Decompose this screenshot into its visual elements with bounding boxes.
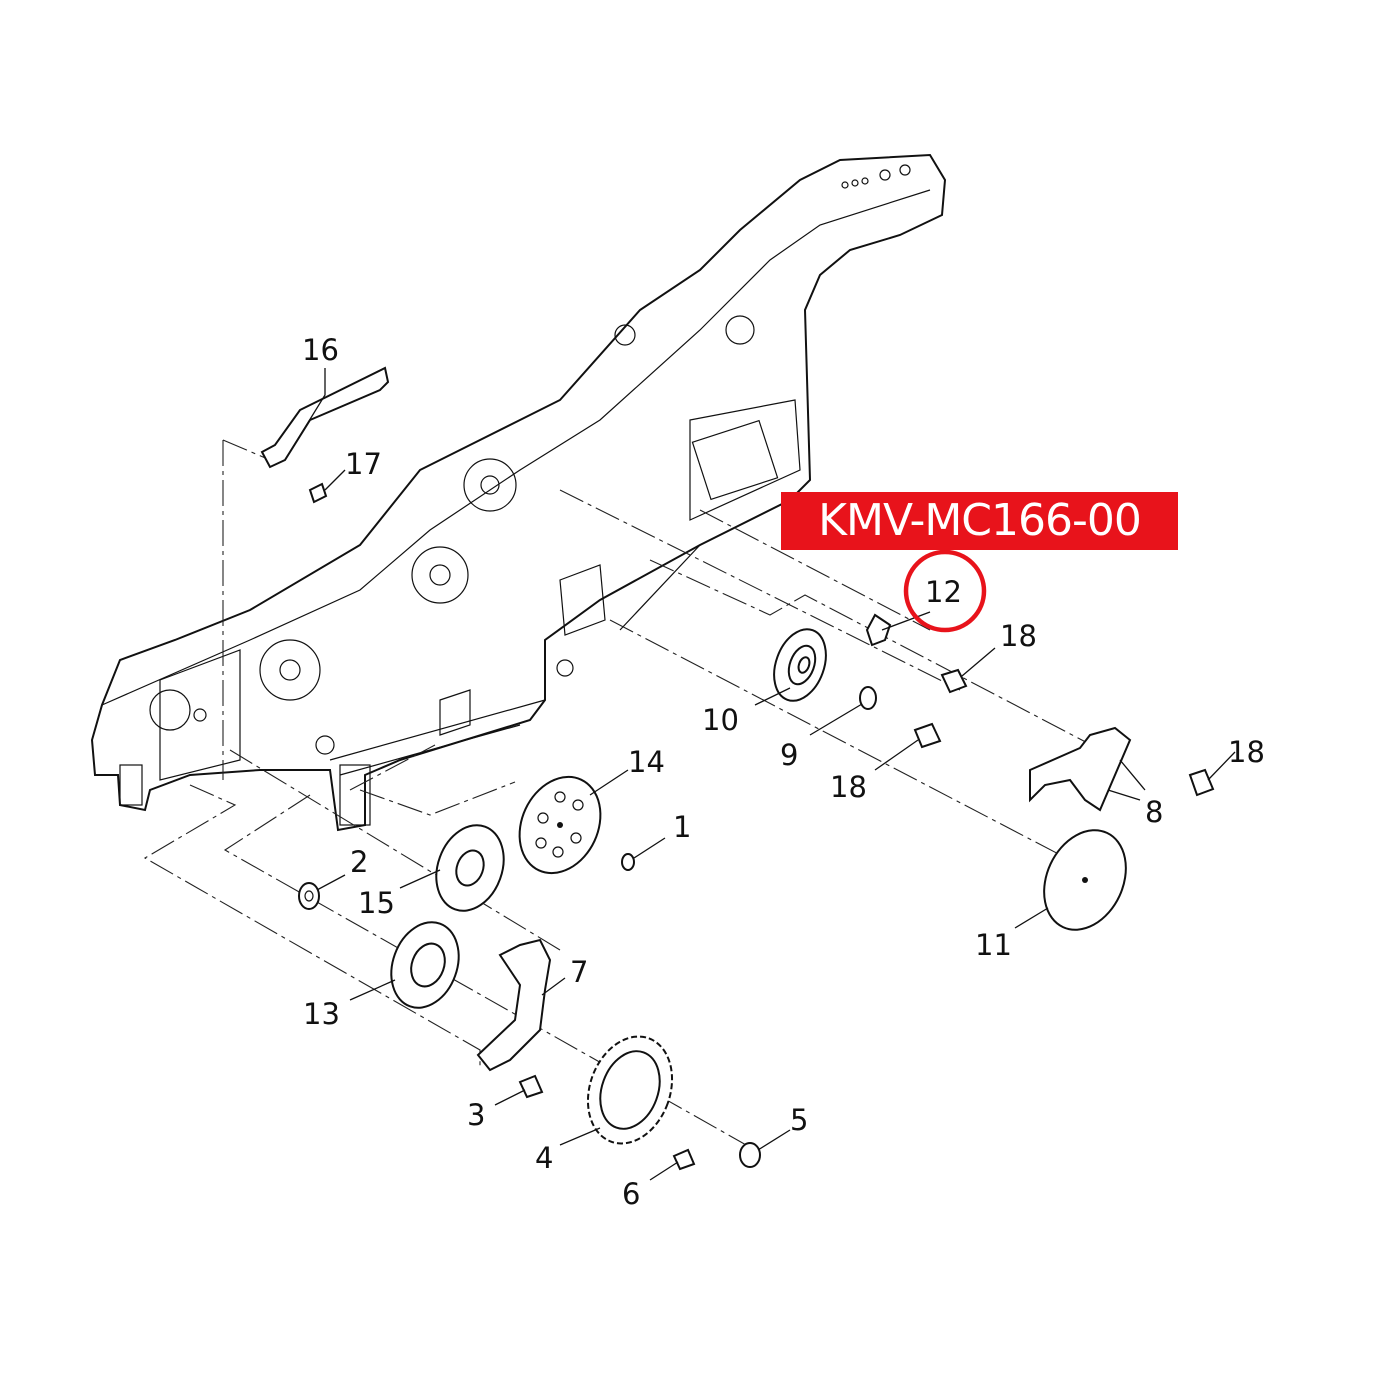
callout-4: 4	[535, 1141, 553, 1175]
part-13-gear	[390, 921, 460, 1009]
part-16-bracket	[260, 366, 390, 469]
callout-12: 12	[925, 575, 962, 609]
callout-5: 5	[790, 1103, 808, 1137]
callout-8: 8	[1145, 795, 1163, 829]
part-18-screws	[913, 668, 1215, 797]
callout-18a: 18	[1000, 619, 1037, 653]
part-number-label: KMV-MC166-00	[781, 492, 1178, 550]
callout-9: 9	[780, 738, 798, 772]
callout-14: 14	[628, 745, 665, 779]
callout-17: 17	[345, 447, 382, 481]
leader-lines	[284, 368, 1236, 1181]
callout-18b: 18	[830, 770, 867, 804]
callout-11: 11	[975, 928, 1012, 962]
part-1-washer	[621, 853, 635, 871]
callout-2: 2	[350, 845, 368, 879]
part-17-screw	[308, 482, 328, 504]
callout-15: 15	[358, 886, 395, 920]
part-3-screw	[518, 1074, 544, 1099]
feeder-body	[90, 153, 947, 832]
part-5-pin	[739, 1142, 761, 1168]
callout-6: 6	[622, 1177, 640, 1211]
callout-13: 13	[303, 997, 340, 1031]
part-6-screw	[672, 1148, 696, 1171]
part-12-clip	[865, 613, 892, 647]
part-10-gear	[773, 628, 827, 702]
callout-1: 1	[673, 810, 691, 844]
assembly-axes	[143, 439, 1121, 1151]
callout-16: 16	[302, 333, 339, 367]
part-14-disc	[518, 775, 602, 875]
part-11-disc	[1043, 829, 1127, 931]
part-9-bushing	[859, 686, 877, 710]
callout-3: 3	[467, 1098, 485, 1132]
part-15-gear	[435, 824, 505, 912]
callout-10: 10	[702, 703, 739, 737]
callout-7: 7	[570, 955, 588, 989]
part-2-washer	[298, 882, 320, 910]
highlight-circle	[903, 549, 987, 633]
callout-18c: 18	[1228, 735, 1265, 769]
part-7-cover	[476, 938, 552, 1072]
part-4-sprocket	[586, 1035, 674, 1145]
callout-numbers: 16 17 12 18 10 9 18 18 8 11 14 1 2 15 7 …	[302, 333, 1265, 1211]
part-8-cover	[1029, 726, 1132, 812]
